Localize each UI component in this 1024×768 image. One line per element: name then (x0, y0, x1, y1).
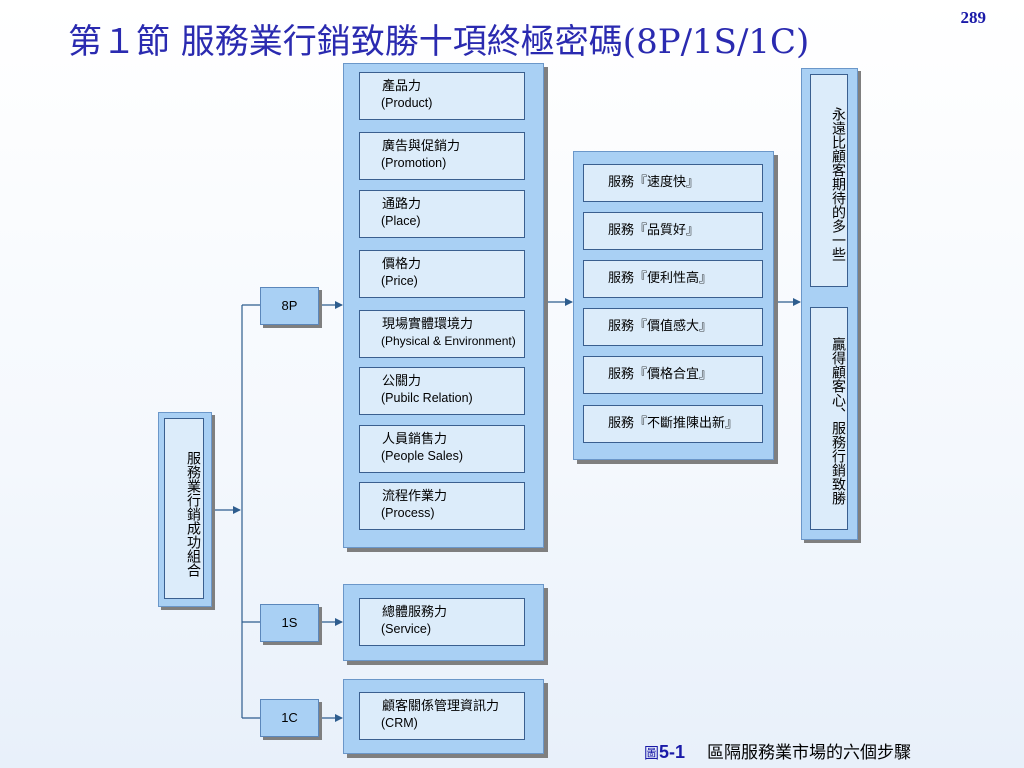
service-convenience: 服務『便利性高』 (583, 260, 763, 298)
root-box: 服務業行銷成功組合 (164, 418, 204, 599)
c1-item-crm: 顧客關係管理資訊力 (CRM) (359, 692, 525, 740)
caption-fig-number: 5-1 (659, 742, 686, 762)
c1-item-zh: 顧客關係管理資訊力 (382, 699, 500, 714)
p8-item-en: (Pubilc Relation) (381, 391, 473, 405)
service-innovation: 服務『不斷推陳出新』 (583, 405, 763, 443)
service-value: 服務『價值感大』 (583, 308, 763, 346)
p8-item-en: (Process) (381, 506, 435, 520)
service-price: 服務『價格合宜』 (583, 356, 763, 394)
s1-item-service: 總體服務力 (Service) (359, 598, 525, 646)
p8-item-zh: 產品力 (382, 79, 422, 94)
p8-item-en: (Product) (381, 96, 433, 110)
p8-item-en: (People Sales) (381, 449, 463, 463)
p8-item-physical: 現場實體環境力 (Physical & Environment) (359, 310, 525, 358)
service-quality: 服務『品質好』 (583, 212, 763, 250)
p8-item-zh: 人員銷售力 (382, 432, 448, 447)
p8-item-en: (Physical & Environment) (381, 334, 516, 348)
figure-caption: 圖5-1 區隔服務業市場的六個步驟 (644, 738, 911, 763)
s1-item-en: (Service) (381, 622, 432, 636)
p8-item-en: (Place) (381, 214, 421, 228)
caption-text: 區隔服務業市場的六個步驟 (707, 743, 912, 763)
caption-fig-label: 圖 (644, 744, 660, 762)
group-1s: 1S (260, 604, 319, 642)
p8-item-zh: 通路力 (382, 197, 422, 212)
p8-item-process: 流程作業力 (Process) (359, 482, 525, 530)
p8-item-en: (Price) (381, 274, 418, 288)
p8-item-zh: 價格力 (382, 257, 422, 272)
p8-item-price: 價格力 (Price) (359, 250, 525, 298)
p8-item-promotion: 廣告與促銷力 (Promotion) (359, 132, 525, 180)
p8-item-public-relation: 公關力 (Pubilc Relation) (359, 367, 525, 415)
page-title: 第１節 服務業行銷致勝十項終極密碼(8P/1S/1C) (68, 22, 810, 62)
p8-item-product: 產品力 (Product) (359, 72, 525, 120)
c1-item-en: (CRM) (381, 716, 418, 730)
service-speed: 服務『速度快』 (583, 164, 763, 202)
group-8p: 8P (260, 287, 319, 325)
right-bottom-box: 贏得顧客心、服務行銷致勝 (810, 307, 848, 530)
right-top-box: 永遠比顧客期待的多一些 (810, 74, 848, 287)
page-number: 289 (960, 8, 987, 27)
p8-item-zh: 廣告與促銷力 (382, 139, 461, 154)
p8-item-zh: 現場實體環境力 (382, 317, 474, 332)
p8-item-zh: 流程作業力 (382, 489, 448, 504)
p8-item-people-sales: 人員銷售力 (People Sales) (359, 425, 525, 473)
p8-item-zh: 公關力 (382, 374, 422, 389)
p8-item-en: (Promotion) (381, 156, 447, 170)
group-1c: 1C (260, 699, 319, 737)
p8-item-place: 通路力 (Place) (359, 190, 525, 238)
s1-item-zh: 總體服務力 (382, 605, 448, 620)
